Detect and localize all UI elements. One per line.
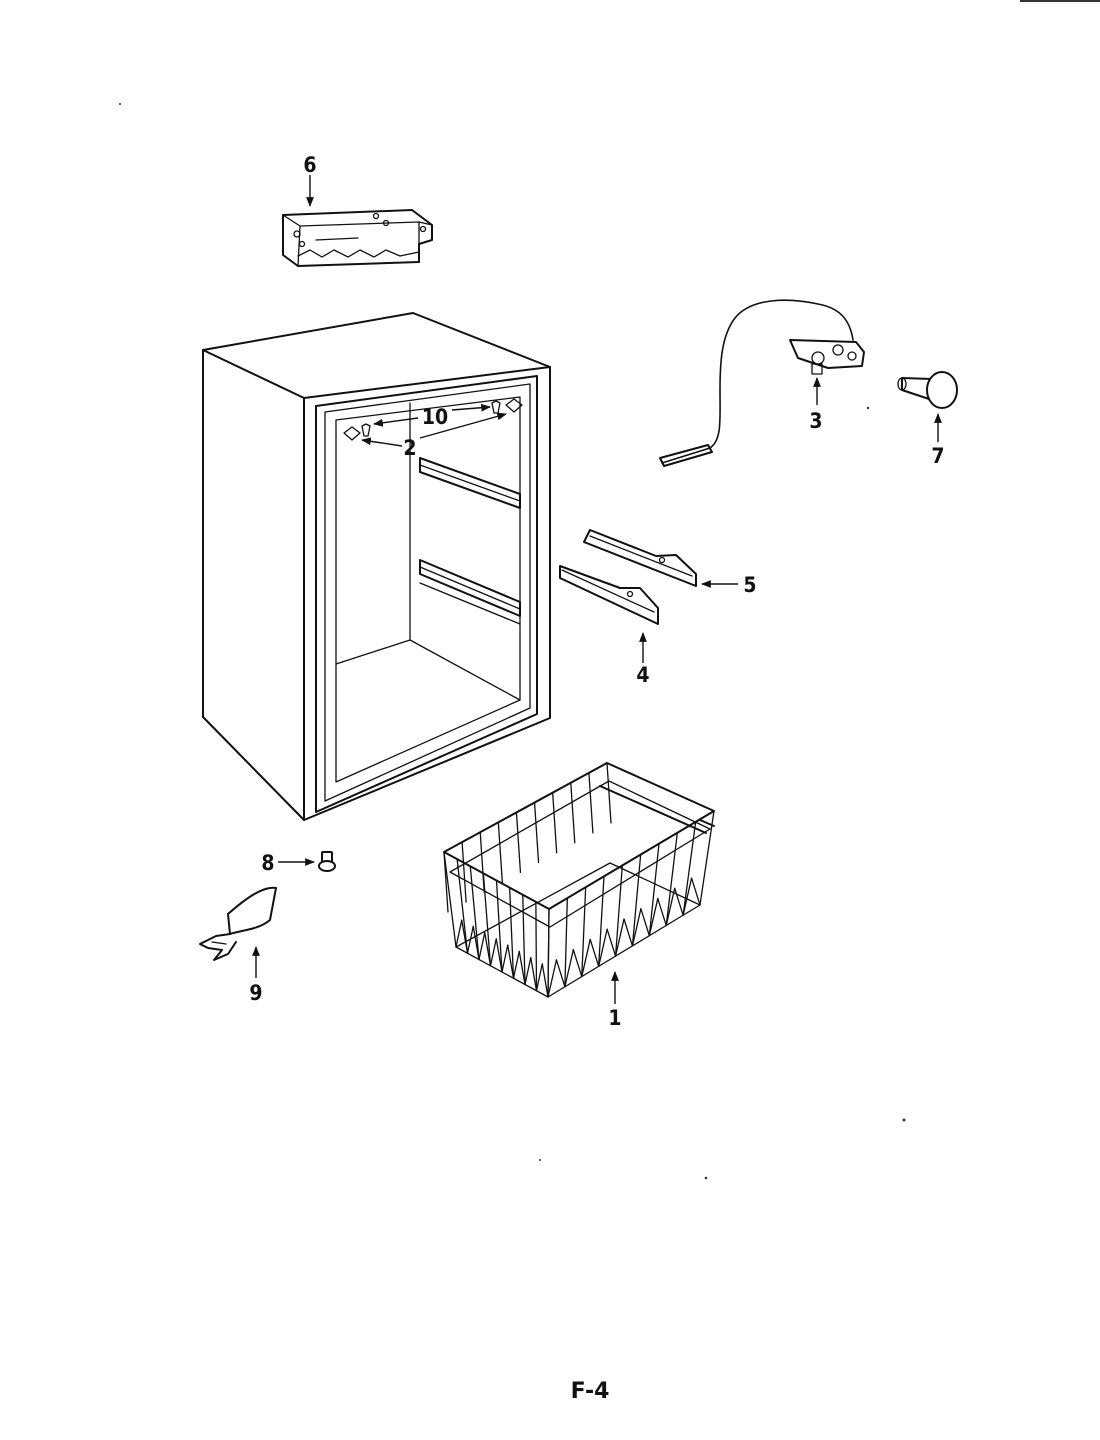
callout-4: 4 — [636, 663, 649, 687]
part-1-wire-basket — [443, 762, 715, 998]
leader-2b — [419, 412, 507, 439]
callout-10: 10 — [422, 405, 448, 429]
scan-specks — [119, 0, 1100, 1180]
callout-2: 2 — [403, 436, 416, 460]
part-3-thermostat — [659, 299, 865, 467]
callout-8: 8 — [261, 851, 274, 875]
callout-1: 1 — [608, 1006, 621, 1030]
leader-10b — [451, 403, 491, 412]
part-9-ice-scraper — [199, 886, 277, 961]
refrigerator-cabinet — [202, 312, 551, 821]
part-6-mounting-bracket — [282, 209, 433, 267]
part-4-shelf-slide — [559, 565, 659, 625]
part-7-thermostat-knob — [897, 371, 958, 409]
callout-6: 6 — [303, 153, 316, 177]
part-5-shelf-slide — [583, 529, 697, 587]
part-8-leveling-foot — [318, 851, 336, 872]
leader-10a — [373, 417, 419, 427]
callout-7: 7 — [931, 444, 944, 468]
leader-2a — [361, 437, 403, 447]
callout-9: 9 — [249, 981, 262, 1005]
page-label: F-4 — [571, 1379, 610, 1404]
callout-3: 3 — [809, 409, 822, 433]
callout-5: 5 — [743, 573, 756, 597]
